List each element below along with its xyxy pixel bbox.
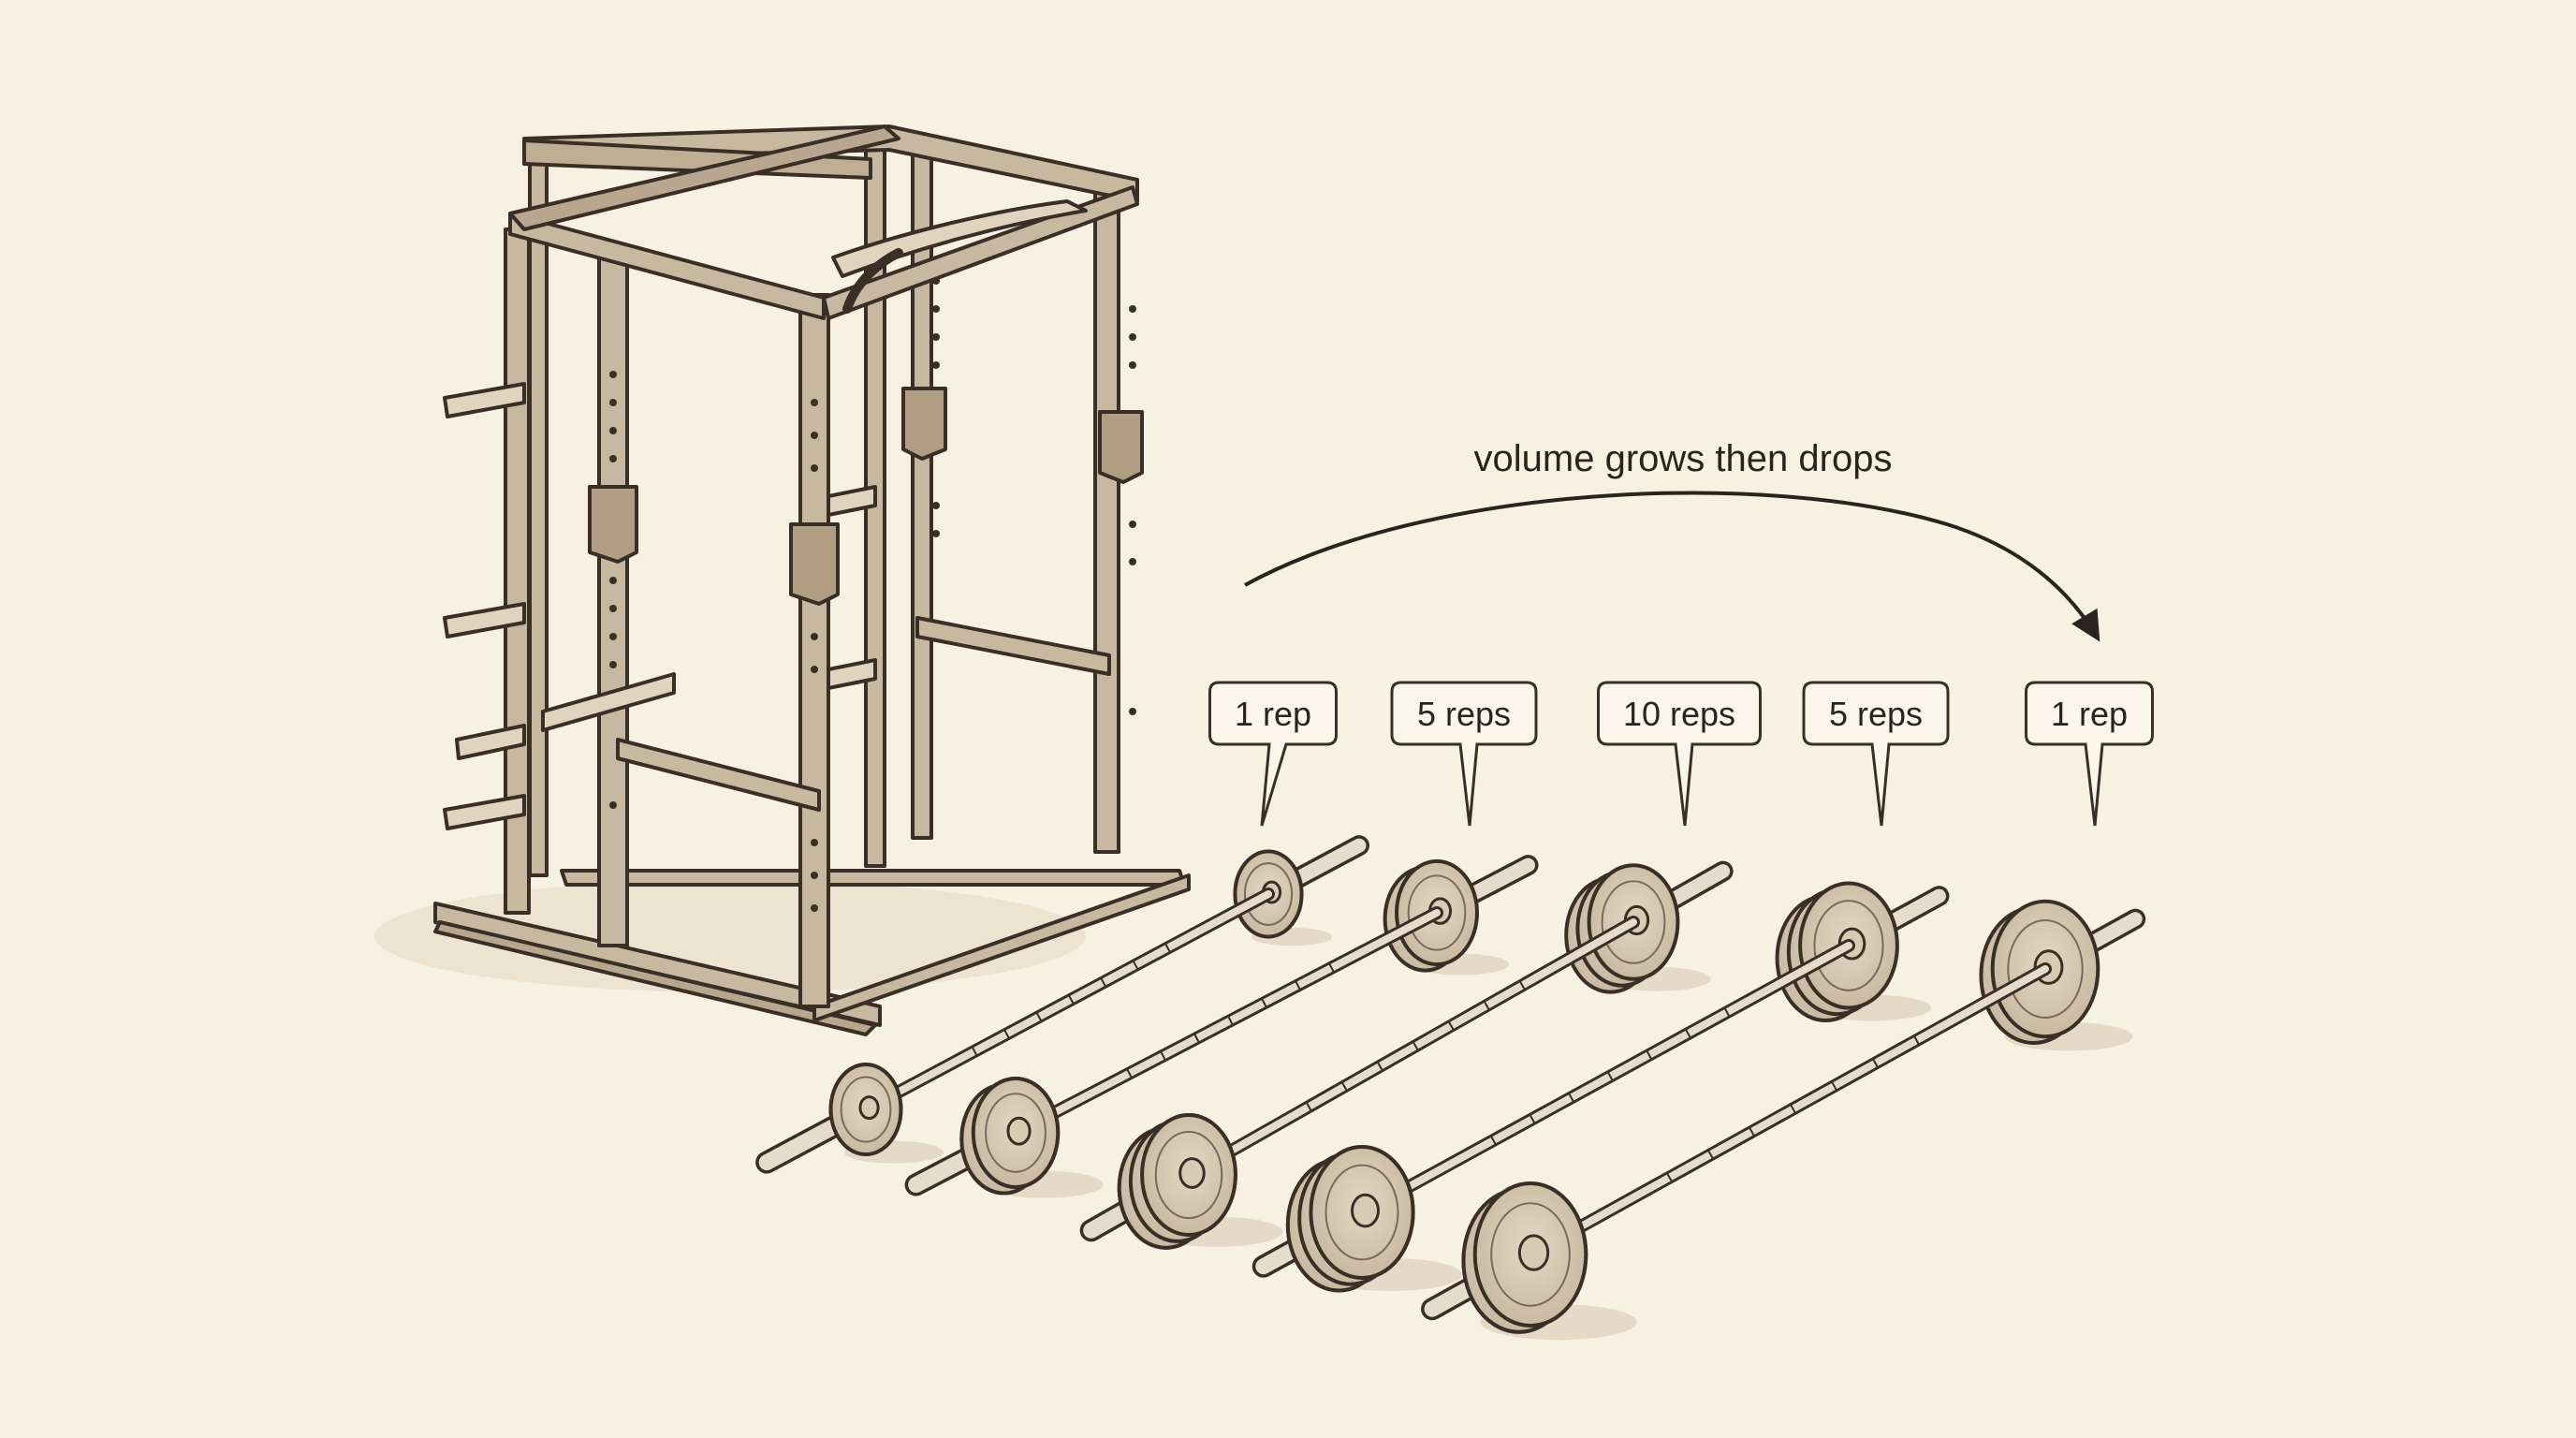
rep-callout: 10 reps: [1599, 682, 1761, 826]
rep-callout: 5 reps: [1392, 682, 1536, 826]
annotation-label: volume grows then drops: [1474, 438, 1893, 479]
plate-hub: [860, 1097, 878, 1119]
rep-callout: 1 rep: [1210, 682, 1337, 826]
callout-label: 1 rep: [2051, 695, 2128, 733]
callout-label: 1 rep: [1235, 695, 1311, 733]
callout-label: 5 reps: [1829, 695, 1923, 733]
power-rack-icon: [374, 126, 1189, 1034]
plate-hub: [1353, 1195, 1379, 1226]
callout-label: 5 reps: [1417, 695, 1511, 733]
rep-callout: 1 rep: [2027, 682, 2153, 826]
callout-group: 1 rep 5 reps 10 reps 5 reps 1 rep: [1210, 682, 2153, 826]
callout-label: 10 reps: [1623, 695, 1735, 733]
plate-hub: [1180, 1159, 1205, 1188]
plate-hub: [1519, 1236, 1547, 1269]
plate-hub: [1008, 1118, 1030, 1144]
rep-callout: 5 reps: [1804, 682, 1948, 826]
curved-arrow-icon: [1245, 493, 2097, 637]
